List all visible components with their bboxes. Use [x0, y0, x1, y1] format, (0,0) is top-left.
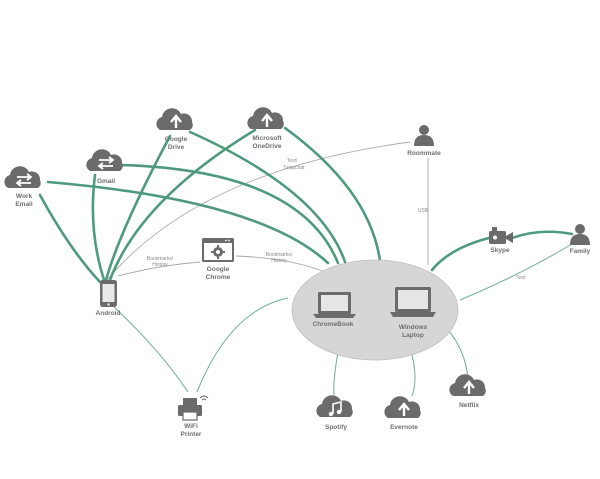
edge-label-bookmarks-left-line1: Bookmarks/: [147, 256, 174, 262]
edge-labels: Text/ Snapchat USB Text Bookmarks/ Histo…: [147, 158, 526, 281]
onedrive-label-line2: OneDrive: [253, 143, 282, 150]
wifi-icon: [199, 395, 209, 401]
edge-label-text-snapchat-line2: Snapchat: [283, 165, 305, 171]
node-roommate[interactable]: Roommate: [407, 125, 441, 157]
node-microsoft-onedrive[interactable]: Microsoft OneDrive: [247, 107, 284, 150]
edge-drive-android: [104, 134, 172, 282]
spotify-label: Spotify: [325, 424, 347, 431]
edge-android-chrome: [117, 261, 201, 277]
edge-workemail-android: [38, 193, 102, 284]
edge-label-bookmarks-right-line1: Bookmarks/: [266, 252, 293, 258]
printer-label-line2: Printer: [181, 431, 202, 438]
hub-ellipse: [291, 259, 459, 361]
node-netflix[interactable]: Netflix: [449, 374, 486, 409]
android-label: Android: [96, 310, 121, 317]
node-spotify[interactable]: Spotify: [316, 395, 353, 431]
windows-laptop-icon: [390, 287, 436, 317]
node-skype[interactable]: Skype: [489, 227, 513, 254]
onedrive-label-line1: Microsoft: [252, 135, 282, 142]
devices-hub: ChromeBook Windows Laptop: [291, 259, 459, 361]
node-google-chrome[interactable]: Google Chrome: [202, 238, 234, 281]
cloud-sync-icon: [4, 166, 41, 188]
thick-connections: [38, 126, 574, 284]
chromebook-laptop-icon: [313, 292, 356, 318]
cloud-sync-icon: [86, 149, 123, 171]
cloud-music-icon: [316, 395, 353, 417]
edge-drive-chromebook: [188, 130, 347, 264]
edge-onedrive-android: [108, 128, 257, 282]
work-email-label-line1: Work: [16, 193, 33, 200]
edge-printer-chromebook: [196, 297, 289, 393]
edge-family-laptop: [459, 243, 573, 301]
node-android[interactable]: Android: [96, 280, 121, 317]
cloud-upload-icon: [384, 396, 421, 418]
windows-laptop-label-line1[interactable]: Windows: [399, 324, 428, 331]
edge-roommate-android: [106, 141, 411, 281]
edge-label-text: Text: [516, 275, 526, 281]
video-camera-icon: [489, 227, 513, 244]
edge-label-usb: USB: [418, 208, 429, 214]
chrome-label-line2: Chrome: [206, 274, 231, 281]
edge-android-printer: [111, 304, 189, 393]
edge-label-bookmarks-left-line2: History: [152, 262, 168, 268]
edge-onedrive-chromebook: [283, 126, 382, 263]
node-evernote[interactable]: Evernote: [384, 396, 421, 431]
windows-laptop-label-line2[interactable]: Laptop: [402, 332, 424, 339]
thin-connections: [106, 141, 573, 397]
google-drive-label-line1: Google: [165, 136, 188, 143]
google-drive-label-line2: Drive: [168, 144, 185, 151]
family-label: Family: [570, 248, 591, 255]
evernote-label: Evernote: [390, 424, 418, 431]
node-gmail[interactable]: Gmail: [86, 149, 123, 185]
edge-gmail-android: [91, 173, 106, 282]
person-icon: [414, 125, 434, 146]
edge-gmail-chromebook: [118, 163, 340, 265]
person-icon: [570, 224, 590, 245]
edge-label-bookmarks-right-line2: History: [271, 258, 287, 264]
cloud-upload-icon: [156, 108, 193, 130]
node-work-email[interactable]: Work Email: [4, 166, 41, 208]
browser-window-icon: [202, 238, 234, 262]
smartphone-icon: [100, 280, 117, 307]
edge-label-text-snapchat-line1: Text/: [287, 158, 298, 164]
edge-workemail-chromebook: [46, 180, 330, 265]
edge-skype-laptop: [430, 236, 491, 272]
cloud-upload-icon: [247, 107, 284, 129]
node-google-drive[interactable]: Google Drive: [156, 108, 193, 151]
printer-icon: [178, 398, 202, 421]
gmail-label: Gmail: [97, 178, 115, 185]
edge-hub-spotify: [333, 351, 339, 396]
printer-label-line1: WiFi: [184, 423, 198, 430]
skype-label: Skype: [490, 247, 510, 254]
cloud-upload-icon: [449, 374, 486, 396]
chromebook-label[interactable]: ChromeBook: [313, 321, 354, 328]
roommate-label: Roommate: [407, 150, 441, 157]
edge-hub-evernote: [411, 354, 416, 397]
edge-family-skype: [510, 230, 574, 240]
node-wifi-printer[interactable]: WiFi Printer: [178, 395, 209, 438]
edge-hub-netflix: [447, 329, 469, 379]
netflix-label: Netflix: [459, 402, 479, 409]
work-email-label-line2: Email: [15, 201, 33, 208]
node-family[interactable]: Family: [570, 224, 591, 255]
chrome-label-line1: Google: [207, 266, 230, 273]
edge-chrome-chromebook: [235, 255, 326, 273]
